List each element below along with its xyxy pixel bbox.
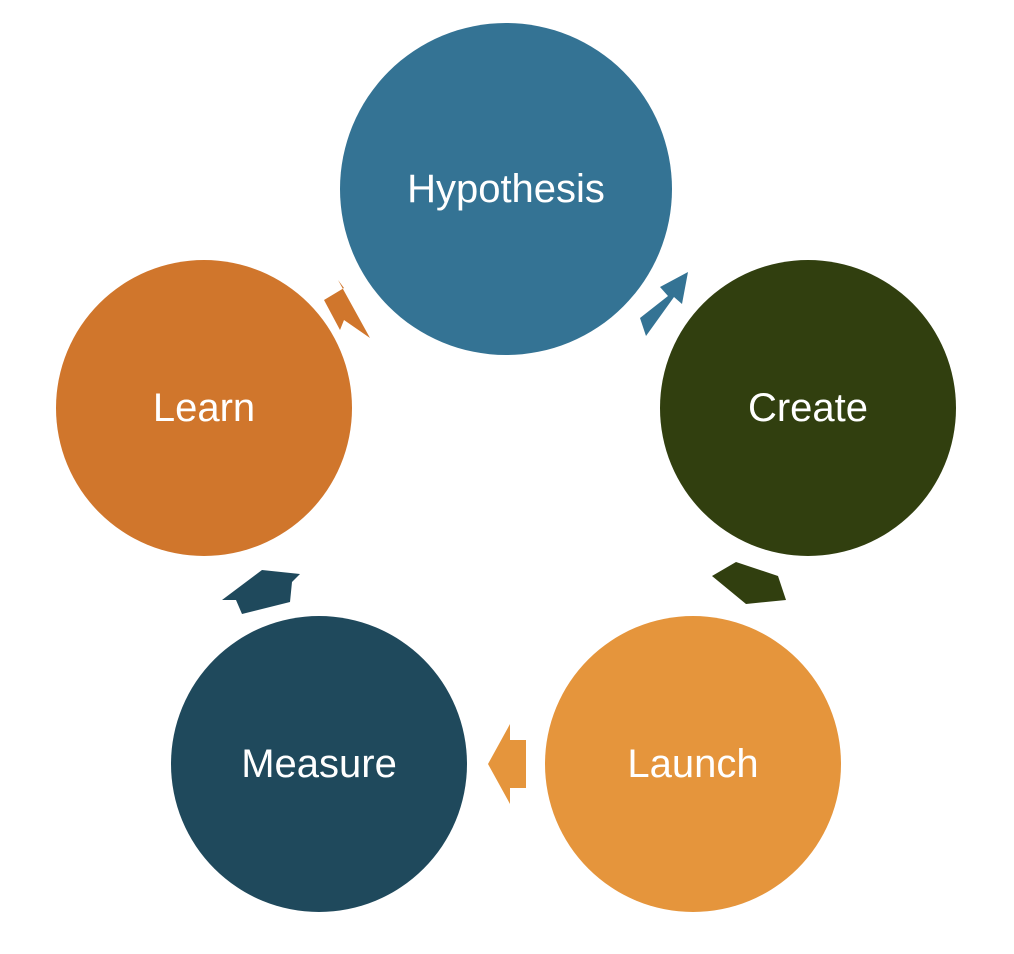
node-learn-circle: [56, 260, 352, 556]
node-launch: Launch: [545, 616, 841, 912]
arrow-measure-to-learn: [222, 570, 300, 614]
node-measure: Measure: [171, 616, 467, 912]
node-hypothesis: Hypothesis: [340, 23, 672, 355]
node-create-circle: [660, 260, 956, 556]
node-learn-label: Learn: [153, 386, 255, 430]
node-launch-circle: [545, 616, 841, 912]
node-create-label: Create: [748, 386, 868, 430]
arrow-launch-to-measure: [488, 724, 526, 804]
node-hypothesis-circle: [340, 23, 672, 355]
node-hypothesis-label: Hypothesis: [407, 167, 605, 211]
arrow-hypothesis-to-create: [640, 272, 688, 336]
node-measure-circle: [171, 616, 467, 912]
node-learn: Learn: [56, 260, 352, 556]
node-launch-label: Launch: [627, 742, 758, 786]
arrow-create-to-launch: [712, 562, 786, 604]
arrow-learn-to-hypothesis: [324, 280, 370, 338]
node-measure-label: Measure: [241, 742, 397, 786]
node-create: Create: [660, 260, 956, 556]
